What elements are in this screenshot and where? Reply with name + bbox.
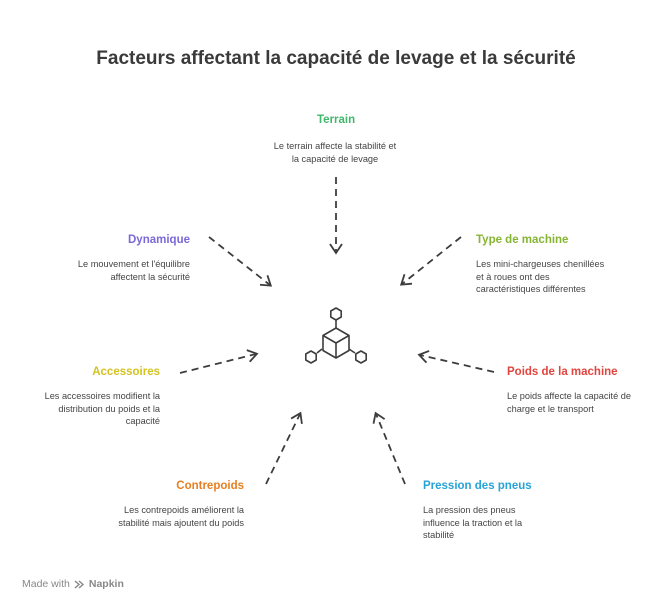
- accessoires-desc-line: Les accessoires modifient la: [44, 391, 160, 401]
- terrain-desc-line: la capacité de levage: [291, 153, 379, 164]
- pression-pneus-desc-line: influence la traction et la: [423, 517, 523, 528]
- type-machine-heading: Type de machine: [476, 234, 569, 246]
- accessoires-arrow: [179, 349, 259, 374]
- pression-pneus-description: La pression des pneus influence la tract…: [423, 504, 583, 542]
- contrepoids-desc-line: stabilité mais ajoutent du poids: [118, 517, 244, 528]
- cube-network-icon: [304, 307, 368, 364]
- poids-machine-description: Le poids affecte la capacité de charge e…: [507, 390, 667, 415]
- type-machine-description: Les mini-chargeuses chenillées et à roue…: [476, 258, 656, 296]
- terrain-description: Le terrain affecte la stabilité et la ca…: [255, 140, 415, 165]
- terrain-desc-line: Le terrain affecte la stabilité et: [273, 141, 397, 151]
- pression-pneus-heading: Pression des pneus: [423, 480, 532, 492]
- contrepoids-heading: Contrepoids: [176, 480, 244, 492]
- contrepoids-arrow: [265, 411, 303, 485]
- dynamique-desc-line: Le mouvement et l'équilibre: [77, 259, 190, 269]
- footer-brand: Napkin: [88, 578, 124, 590]
- type-machine-desc-line: caractéristiques différentes: [476, 284, 586, 294]
- pression-pneus-desc-line: stabilité: [423, 530, 455, 540]
- footer: Made with Napkin: [22, 578, 124, 590]
- poids-machine-heading: Poids de la machine: [507, 366, 618, 378]
- dynamique-desc-line: affectent la sécurité: [110, 271, 190, 282]
- napkin-logo-icon: [74, 579, 84, 589]
- pression-pneus-arrow: [372, 411, 406, 485]
- contrepoids-description: Les contrepoids améliorent la stabilité …: [74, 504, 244, 529]
- accessoires-desc-line: capacité: [125, 416, 160, 426]
- contrepoids-desc-line: Les contrepoids améliorent la: [123, 505, 244, 515]
- page-title: Facteurs affectant la capacité de levage…: [96, 48, 576, 69]
- accessoires-description: Les accessoires modifient la distributio…: [10, 390, 160, 428]
- dynamique-description: Le mouvement et l'équilibre affectent la…: [40, 258, 190, 283]
- type-machine-desc-line: et à roues ont des: [476, 271, 550, 282]
- accessoires-heading: Accessoires: [92, 366, 160, 378]
- poids-machine-arrow: [417, 350, 495, 373]
- accessoires-desc-line: distribution du poids et la: [58, 403, 160, 414]
- footer-prefix: Made with: [22, 578, 70, 590]
- dynamique-arrow: [208, 236, 273, 287]
- pression-pneus-desc-line: La pression des pneus: [423, 505, 516, 515]
- type-machine-desc-line: Les mini-chargeuses chenillées: [476, 259, 605, 269]
- type-machine-arrow: [399, 236, 462, 286]
- poids-machine-desc-line: Le poids affecte la capacité de: [507, 391, 631, 401]
- dynamique-heading: Dynamique: [128, 234, 190, 246]
- poids-machine-desc-line: charge et le transport: [507, 403, 594, 414]
- terrain-heading: Terrain: [317, 114, 356, 126]
